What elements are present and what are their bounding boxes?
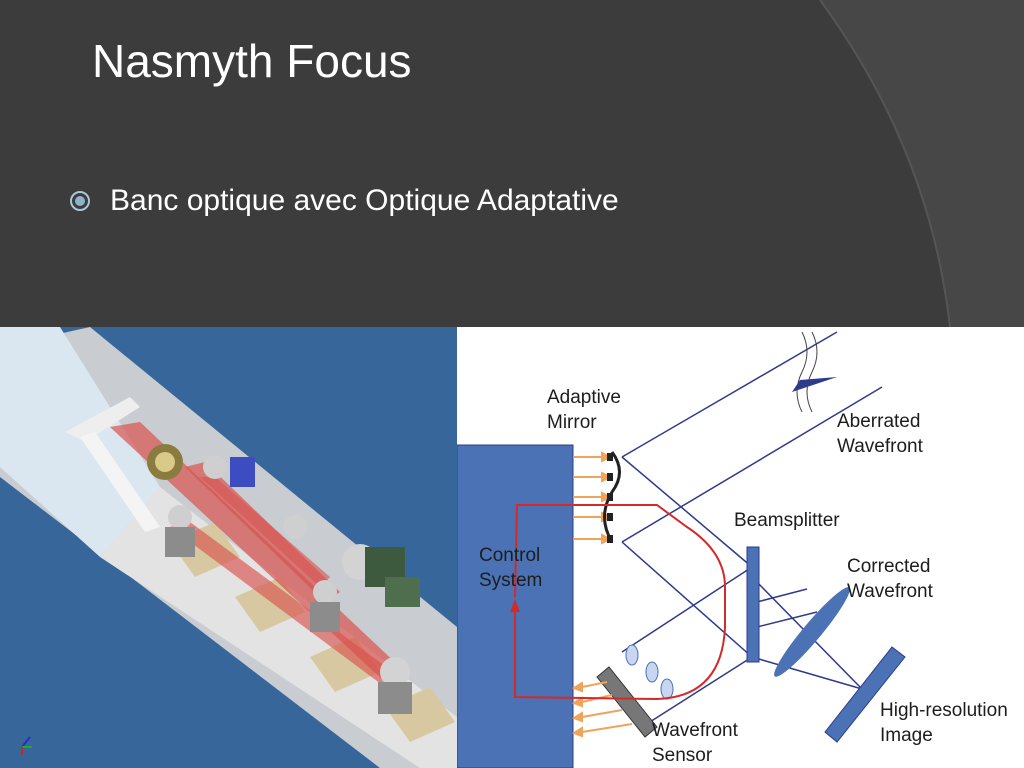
adaptive-optics-diagram: Adaptive Mirror Aberrated Wavefront Beam… xyxy=(457,327,1024,768)
slide-title: Nasmyth Focus xyxy=(92,35,412,87)
high-resolution-label-1: High-resolution xyxy=(880,700,1008,721)
high-resolution-label-2: Image xyxy=(880,725,933,746)
bullet-text: Banc optique avec Optique Adaptative xyxy=(110,184,619,217)
control-system-label-1: Control xyxy=(479,545,540,566)
adaptive-mirror-label-1: Adaptive xyxy=(547,387,621,408)
wavefront-sensor-label-2: Sensor xyxy=(652,745,713,766)
aberrated-wavefront-label-2: Wavefront xyxy=(837,436,924,457)
corrected-wavefront-label-1: Corrected xyxy=(847,556,930,577)
optical-bench-render xyxy=(0,327,457,768)
adaptive-mirror-label-2: Mirror xyxy=(547,412,597,433)
circle-bullet-icon xyxy=(70,191,90,211)
bullet-item: Banc optique avec Optique Adaptative xyxy=(68,184,619,218)
corrected-wavefront-label-2: Wavefront xyxy=(847,581,934,602)
wavefront-sensor-label-1: Wavefront xyxy=(652,720,739,741)
aberrated-wavefront-label-1: Aberrated xyxy=(837,411,920,432)
beamsplitter-label: Beamsplitter xyxy=(734,510,840,531)
control-system-label-2: System xyxy=(479,570,542,591)
